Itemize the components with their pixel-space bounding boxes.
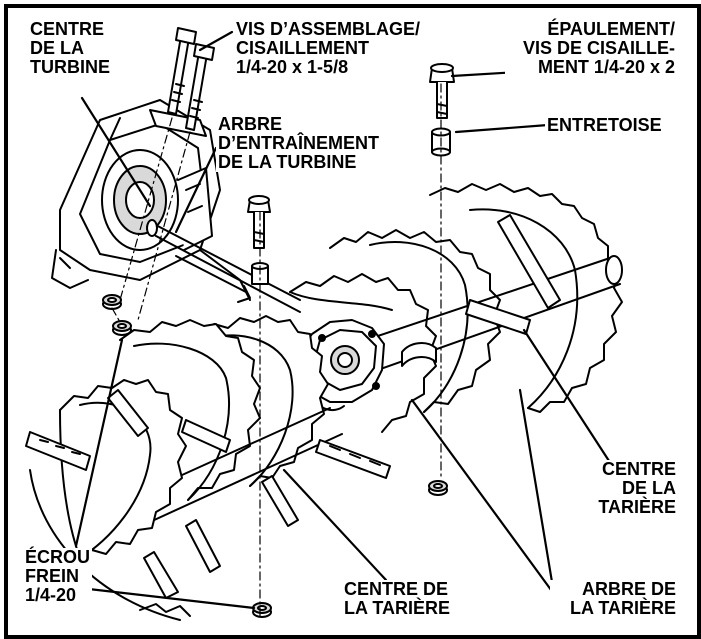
label-line: ARBRE DE bbox=[581, 579, 676, 599]
label-line: VIS DE CISAILLE- bbox=[522, 38, 675, 58]
label-line: MENT 1/4-20 x 2 bbox=[537, 57, 675, 77]
label-line: DE LA bbox=[622, 478, 676, 498]
label-assembly-screw: VIS D’ASSEMBLAGE/ CISAILLEMENT 1/4-20 x … bbox=[234, 19, 423, 77]
label-line: VIS D’ASSEMBLAGE/ bbox=[236, 19, 421, 39]
assembly-shear-bolts bbox=[167, 27, 215, 131]
label-spacer: ENTRETOISE bbox=[545, 116, 664, 135]
label-auger-center-bottom: CENTRE DE LA TARIÈRE bbox=[342, 580, 452, 618]
label-line: CENTRE bbox=[601, 459, 676, 479]
label-line: 1/4-20 x 1-5/8 bbox=[236, 57, 349, 77]
right-auger bbox=[289, 183, 623, 433]
shear-bolt-left bbox=[247, 195, 271, 285]
label-line: ARBRE bbox=[218, 114, 283, 134]
label-line: DE LA TURBINE bbox=[218, 152, 357, 172]
label-line: LA TARIÈRE bbox=[344, 598, 450, 618]
lock-nuts bbox=[102, 294, 448, 618]
label-auger-center-right: CENTRE DE LA TARIÈRE bbox=[574, 460, 678, 517]
label-line: ÉPAULEMENT/ bbox=[547, 19, 675, 39]
assembly-axes bbox=[111, 83, 442, 621]
label-auger-shaft: ARBRE DE LA TARIÈRE bbox=[550, 580, 678, 618]
label-line: 1/4-20 bbox=[25, 585, 77, 605]
label-line: TURBINE bbox=[30, 57, 110, 77]
label-turbine-center: CENTRE DE LA TURBINE bbox=[28, 20, 112, 77]
label-line: LA TARIÈRE bbox=[570, 598, 676, 618]
label-line: CENTRE DE bbox=[344, 579, 449, 599]
label-line: TARIÈRE bbox=[598, 497, 676, 517]
label-line: ENTRETOISE bbox=[547, 115, 662, 135]
label-line: FREIN bbox=[25, 566, 79, 586]
label-turbine-drive-shaft: ARBRE D’ENTRAÎNEMENT DE LA TURBINE bbox=[216, 115, 381, 172]
label-lock-nut: ÉCROU FREIN 1/4-20 bbox=[23, 547, 93, 605]
shoulder-bolt-right bbox=[429, 63, 455, 157]
label-shoulder-screw: ÉPAULEMENT/ VIS DE CISAILLE- MENT 1/4-20… bbox=[505, 20, 677, 77]
label-line: ÉCROU bbox=[25, 547, 91, 567]
turbine-drive-shaft bbox=[146, 219, 301, 313]
label-line: CISAILLEMENT bbox=[236, 38, 369, 58]
label-line: DE LA bbox=[30, 38, 84, 58]
label-line: CENTRE bbox=[30, 19, 105, 39]
leader-lines bbox=[74, 30, 626, 610]
left-auger bbox=[25, 315, 391, 621]
label-line: D’ENTRAÎNEMENT bbox=[218, 133, 379, 153]
